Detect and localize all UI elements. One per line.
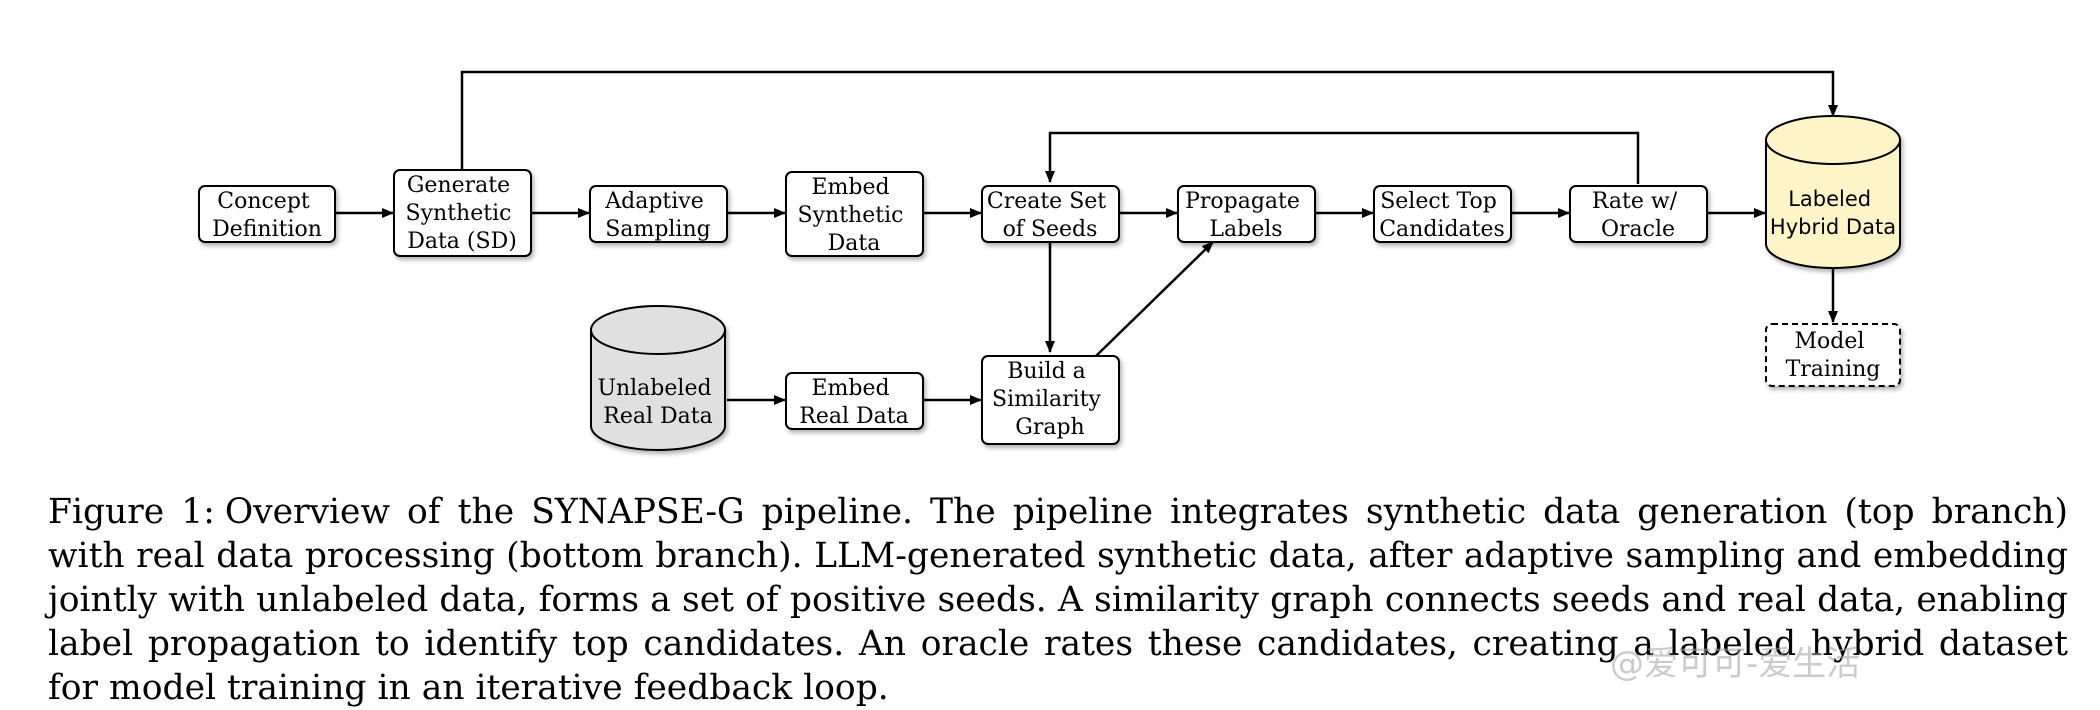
node-unlabeled-real-cylinder	[590, 305, 726, 451]
node-rate-oracle	[1569, 185, 1708, 243]
node-model-training-label: Model Training	[1786, 329, 1881, 382]
node-propagate-labels-label: Propagate Labels	[1185, 189, 1307, 242]
node-embed-real-label: Embed Real Data	[799, 376, 908, 429]
node-select-top	[1373, 185, 1512, 243]
node-model-training	[1765, 323, 1901, 387]
figure-caption: Figure 1:Overview of the SYNAPSE-G pipel…	[48, 490, 2068, 710]
node-adaptive-sampling	[589, 185, 728, 243]
node-unlabeled-real-label: Unlabeled Real Data	[597, 376, 718, 429]
node-generate-synthetic	[393, 169, 532, 257]
node-embed-synthetic-label: Embed Synthetic Data	[798, 175, 911, 256]
node-create-seeds-label: Create Set of Seeds	[987, 189, 1113, 242]
node-embed-synthetic	[785, 171, 924, 257]
node-rate-oracle-label: Rate w/ Oracle	[1592, 189, 1684, 242]
node-similarity-graph	[981, 355, 1120, 445]
figure-label: Figure 1:	[48, 492, 215, 532]
pipeline-diagram: Concept Definition Generate Synthetic Da…	[198, 70, 1901, 451]
node-concept-definition	[198, 185, 336, 243]
node-adaptive-sampling-label: Adaptive Sampling	[604, 189, 711, 242]
edge-graph-to-propagate	[1095, 241, 1214, 357]
node-similarity-graph-label: Build a Similarity Graph	[992, 359, 1108, 440]
node-concept-definition-label: Concept Definition	[212, 189, 322, 242]
node-propagate-labels	[1177, 185, 1316, 243]
node-select-top-label: Select Top Candidates	[1379, 189, 1505, 242]
node-generate-synthetic-label: Generate Synthetic Data (SD)	[406, 173, 519, 254]
figure-caption-text: Overview of the SYNAPSE-G pipeline. The …	[48, 492, 2068, 708]
node-labeled-hybrid-cylinder	[1765, 115, 1901, 269]
edges	[335, 70, 1838, 405]
node-create-seeds	[981, 185, 1120, 243]
edge-rate-feedback-to-seeds	[1045, 131, 1640, 184]
node-labeled-hybrid-label: Labeled Hybrid Data	[1770, 187, 1896, 239]
edge-generate-to-labeled-top-loop	[460, 70, 1838, 170]
node-embed-real	[785, 372, 924, 430]
